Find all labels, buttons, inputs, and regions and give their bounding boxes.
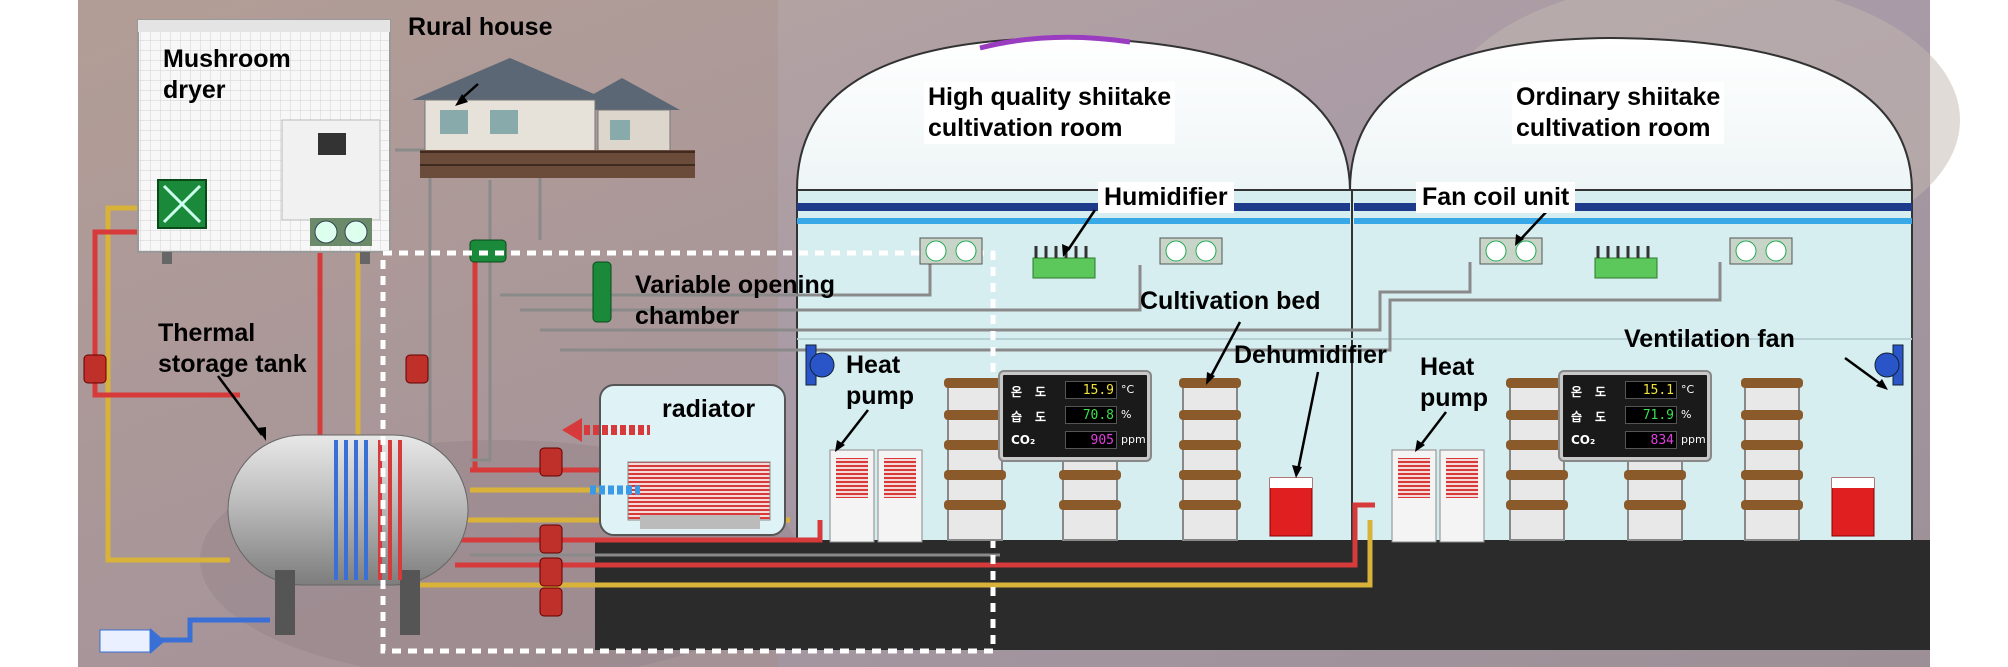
temp-label-a: 온: [1011, 385, 1023, 399]
co2-value: 834: [1625, 431, 1677, 449]
hum-label-a: 습: [1571, 410, 1583, 424]
rural-house-label: Rural house: [408, 13, 553, 41]
dehumidifier-label: Dehumidifier: [1234, 341, 1387, 369]
panel-co2-row: CO₂ 905 ppm: [1009, 431, 1146, 451]
leader-arrows: [216, 83, 1883, 471]
hum-label-b: 도: [1595, 410, 1607, 424]
humidifier-label: Humidifier: [1098, 182, 1234, 213]
mushroom-logs: [944, 378, 1803, 510]
panel-co2-row: CO₂ 834 ppm: [1569, 431, 1706, 451]
panel-hum-row: 습 도 71.9 %: [1569, 406, 1703, 426]
cultivation-bed-label: Cultivation bed: [1140, 287, 1321, 315]
hum-label-a: 습: [1011, 410, 1023, 424]
fan-coil-units: [919, 237, 1793, 265]
temp-label-b: 도: [1595, 385, 1607, 399]
co2-value: 905: [1065, 431, 1117, 449]
floor: [595, 540, 1930, 650]
radiator-unit: [562, 384, 786, 536]
ventilation-fans: [805, 344, 1904, 386]
sensor-panel-ordinary: 온 도 15.1 °C 습 도 71.9 % CO₂ 834 ppm: [1560, 372, 1710, 460]
co2-unit: ppm: [1681, 433, 1706, 446]
temp-label-b: 도: [1035, 385, 1047, 399]
temp-unit: °C: [1121, 383, 1135, 396]
humidifiers: [1032, 246, 1658, 279]
heat-pumps: [829, 449, 1485, 543]
temp-unit: °C: [1681, 383, 1695, 396]
arrow-heads: [257, 94, 1888, 478]
panel-temp-row: 온 도 15.1 °C: [1569, 381, 1703, 401]
radiator-label: radiator: [662, 395, 756, 423]
thermal-storage-tank: [227, 434, 469, 635]
sensor-panel-high-quality: 온 도 15.9 °C 습 도 70.8 % CO₂ 905 ppm: [1000, 372, 1150, 460]
mushroom-dryer: [137, 19, 391, 264]
temp-value: 15.9: [1065, 381, 1117, 399]
co2-unit: ppm: [1121, 433, 1146, 446]
fan-coil-unit-label: Fan coil unit: [1416, 182, 1576, 213]
hum-unit: %: [1121, 408, 1132, 421]
panel-hum-row: 습 도 70.8 %: [1009, 406, 1143, 426]
hum-value: 70.8: [1065, 406, 1117, 424]
rural-house: [412, 58, 695, 178]
hum-label-b: 도: [1035, 410, 1047, 424]
temp-label-a: 온: [1571, 385, 1583, 399]
hum-value: 71.9: [1625, 406, 1677, 424]
hum-unit: %: [1681, 408, 1692, 421]
panel-temp-row: 온 도 15.9 °C: [1009, 381, 1143, 401]
dehumidifiers: [1269, 477, 1875, 537]
co2-label: CO₂: [1571, 433, 1596, 447]
temp-value: 15.1: [1625, 381, 1677, 399]
co2-label: CO₂: [1011, 433, 1036, 447]
ventilation-fan-label: Ventilation fan: [1624, 325, 1795, 353]
